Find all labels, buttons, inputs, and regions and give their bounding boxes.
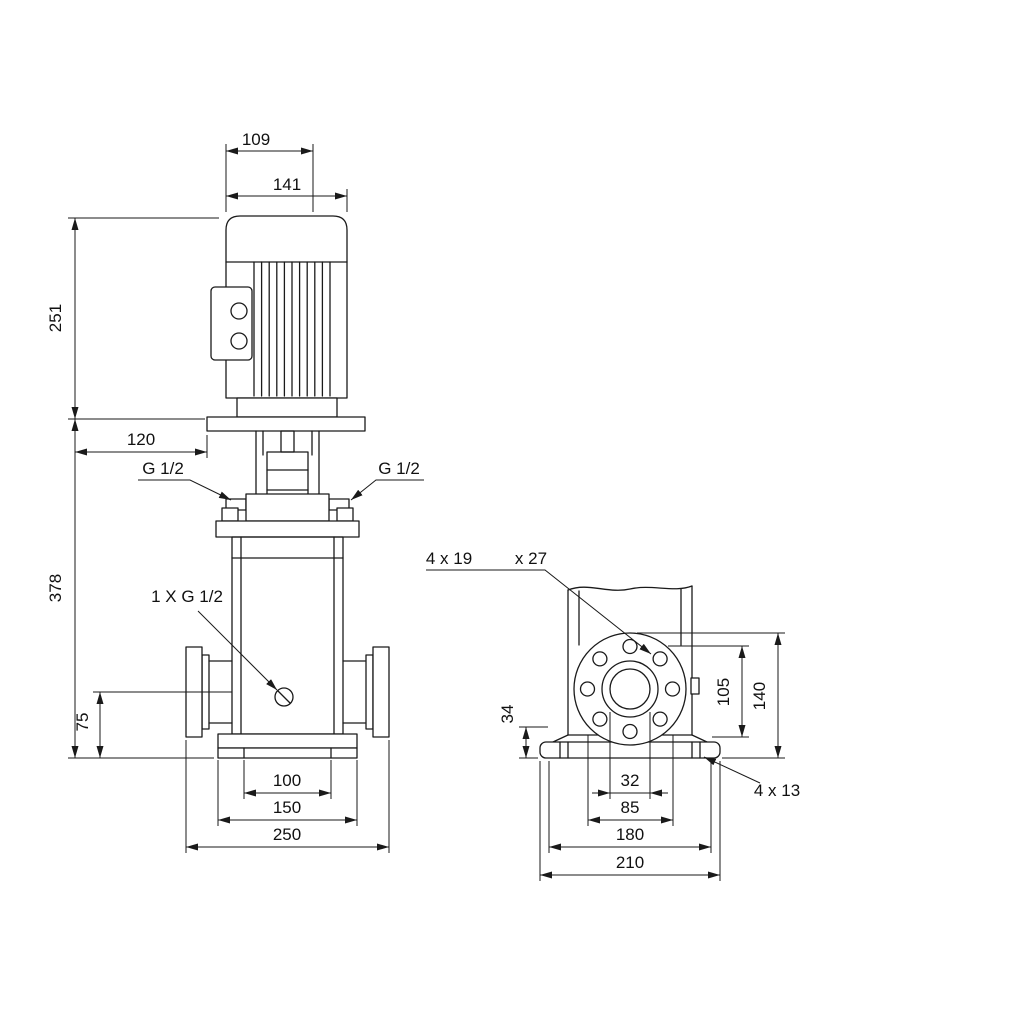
flange-bolt-hole: [592, 651, 608, 667]
leader-drain-plug: [197, 610, 278, 691]
lantern-columns: [255, 430, 320, 522]
head-flange-plate: [215, 520, 360, 538]
motor-stool-plate: [206, 416, 366, 432]
front-view: [185, 215, 390, 759]
ext-lines-32: [609, 712, 651, 799]
leader-base-holes: [703, 756, 761, 784]
flange-bolt-hole: [592, 711, 608, 727]
leader-plug-left: [138, 479, 232, 501]
shaft: [280, 430, 295, 453]
terminal-box: [210, 286, 253, 361]
dim-bolt-circle: 85: [621, 798, 640, 817]
dim-overall-length: 210: [616, 853, 644, 872]
port-pipes: [208, 660, 366, 724]
ext-lines-210: [539, 761, 721, 881]
flange-bore-circle: [609, 668, 651, 710]
pump-head: [245, 493, 330, 522]
drain-plug: [274, 687, 294, 707]
dim-flange-face-height: 105: [714, 678, 733, 706]
port-flange-right: [372, 646, 390, 738]
side-plug-tab: [690, 677, 700, 695]
chamber-sleeve-lines: [231, 536, 344, 735]
flange-bolt-hole: [664, 681, 681, 697]
base-step-lines: [552, 734, 708, 743]
tie-rod-nut-left: [221, 507, 239, 522]
flange-raised-face-circle: [601, 660, 659, 718]
ext-lines-105: [668, 645, 749, 738]
ext-lines-180: [548, 761, 712, 853]
chamber-stack: [231, 536, 344, 735]
dim-overall-flange-width: 250: [273, 825, 301, 844]
dim-motor-width: 141: [273, 175, 301, 194]
leader-flange-holes: [426, 569, 652, 655]
ext-lines-150: [217, 760, 358, 826]
label-plug-right: G 1/2: [378, 459, 420, 478]
label-base-holes: 4 x 13: [754, 781, 800, 800]
flange-bolt-hole: [579, 681, 596, 697]
front-view-dimensions: 109 141 251 378 120 G 1/2 G 1/2 1 X G 1/…: [46, 130, 424, 853]
base-bolt-holes-side: [559, 741, 701, 759]
dim-base-length: 180: [616, 825, 644, 844]
base-foot-lines: [243, 747, 332, 759]
motor-outline: [225, 215, 348, 399]
ext-lines-85: [587, 735, 674, 826]
dim-base-plate-height: 34: [498, 705, 517, 724]
dim-head-offset: 120: [127, 430, 155, 449]
dim-port-center-height: 75: [73, 713, 92, 732]
body-break-line: [567, 585, 693, 591]
label-plug-left: G 1/2: [142, 459, 184, 478]
side-view-dimensions: 4 x 19 x 27 34 105 140 32 85 180 210 4: [426, 549, 800, 881]
leader-plug-right: [350, 479, 424, 501]
label-drain-plug: 1 X G 1/2: [151, 587, 223, 606]
sleeve-lines-side: [578, 588, 682, 646]
flange-bolt-hole: [652, 711, 668, 727]
cable-entry-hole: [230, 302, 248, 320]
ext-lines-251: [68, 217, 219, 420]
base-foot-plate: [217, 747, 358, 759]
tie-rod-nut-right: [336, 507, 354, 522]
ext-lines-109: [225, 144, 314, 212]
label-flange-counterbore: x 27: [515, 549, 547, 568]
base-plate: [217, 733, 358, 749]
dim-motor-height: 251: [46, 304, 65, 332]
raised-face-right: [365, 654, 374, 730]
drain-plug-slot: [277, 690, 291, 704]
body-side-walls: [567, 585, 693, 736]
flange-bolt-hole: [652, 651, 668, 667]
ext-lines-250: [185, 740, 390, 853]
side-view: [539, 585, 721, 759]
motor-flange: [236, 397, 338, 418]
dim-port-bore: 32: [621, 771, 640, 790]
dim-base-width: 150: [273, 798, 301, 817]
flange-bolt-hole: [622, 638, 638, 655]
ext-lines-140: [637, 632, 785, 759]
dim-flange-top-height: 140: [750, 682, 769, 710]
dim-pump-height: 378: [46, 574, 65, 602]
dim-foot-hole-spacing: 100: [273, 771, 301, 790]
motor-cooling-ribs: [253, 261, 331, 397]
cable-entry-hole: [230, 332, 248, 350]
flange-bolt-hole: [622, 723, 638, 740]
label-flange-holes: 4 x 19: [426, 549, 472, 568]
dim-motor-top-width: 109: [242, 130, 270, 149]
